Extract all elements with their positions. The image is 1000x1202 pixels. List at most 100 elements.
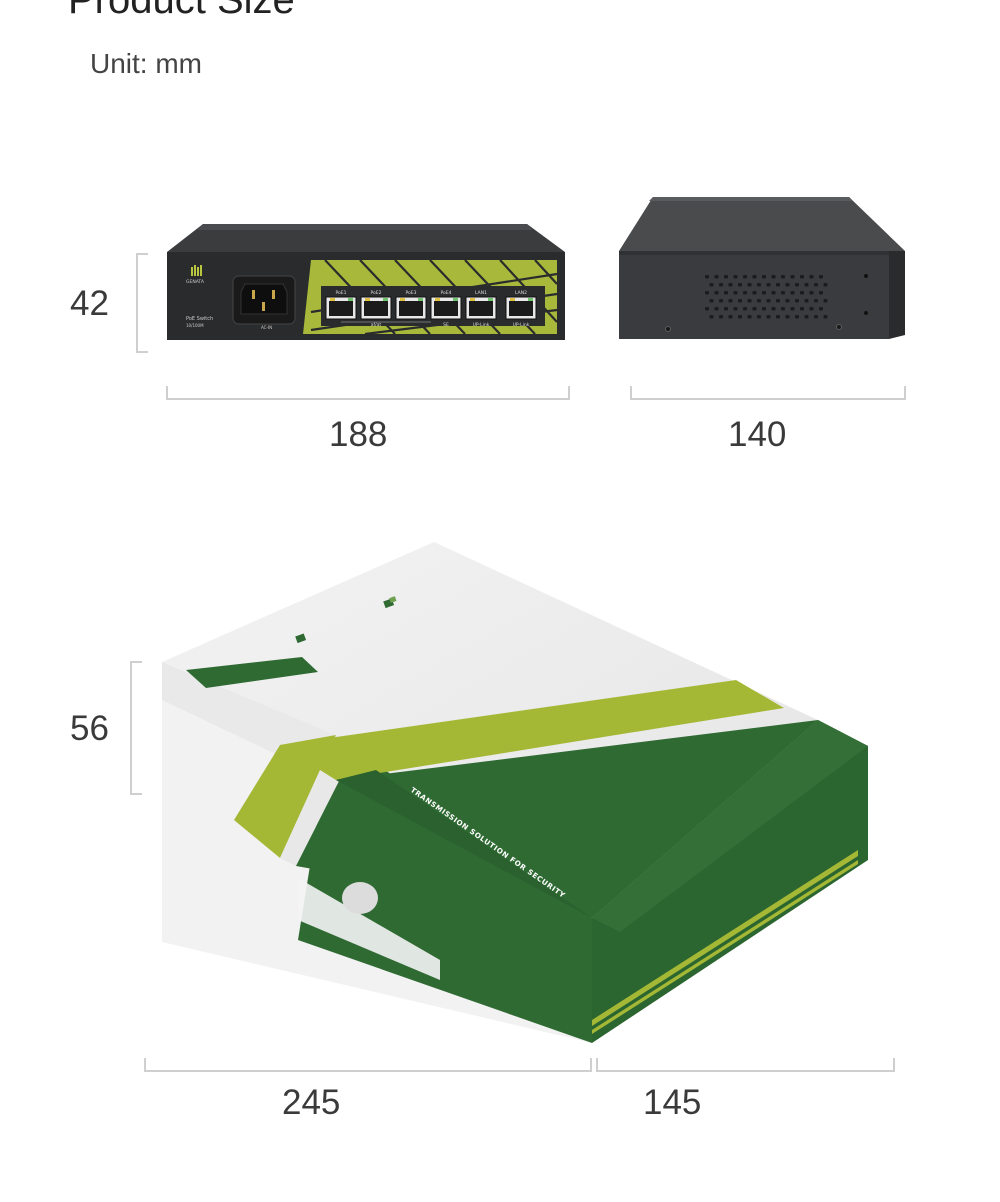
vent-hole	[766, 299, 771, 303]
port-label: PoE2	[370, 290, 381, 296]
vent-hole	[795, 299, 799, 303]
vent-hole	[757, 299, 761, 303]
vent-hole	[743, 307, 747, 311]
vent-hole	[709, 299, 714, 303]
switch-height-label: 42	[70, 284, 109, 323]
port-label: PoE1	[335, 290, 346, 296]
vent-hole	[800, 291, 804, 295]
vent-hole	[785, 299, 790, 303]
vent-hole	[724, 307, 728, 311]
vent-hole	[771, 275, 776, 279]
vent-hole	[752, 307, 757, 311]
vent-hole	[800, 275, 804, 279]
vent-hole	[709, 315, 714, 319]
port-label: LAN1	[475, 290, 487, 296]
vent-hole	[762, 291, 766, 295]
port-group-label: UP-Link	[513, 322, 530, 328]
switch-width-label: 188	[329, 415, 388, 454]
switch-height-bracket	[136, 253, 148, 353]
vent-hole	[781, 275, 785, 279]
vent-hole	[714, 307, 719, 311]
vent-hole	[814, 299, 818, 303]
switch-front-image: PoE1 PoE2 PoE3 PoE4 LAN1 LAN2 af/at SE U…	[167, 224, 565, 340]
switch-depth-label: 140	[728, 415, 787, 454]
box-length-bracket	[144, 1058, 592, 1072]
vent-hole	[728, 283, 733, 287]
vent-hole	[757, 315, 761, 319]
vent-hole	[809, 291, 814, 295]
vent-hole	[790, 307, 795, 311]
switch-speed: 10/100M	[186, 323, 204, 328]
vent-hole	[728, 299, 733, 303]
vent-hole	[709, 283, 714, 287]
vent-hole	[804, 283, 809, 287]
port-group-label: UP-Link	[473, 322, 490, 328]
vent-hole	[757, 283, 761, 287]
port-group-label: SE	[443, 322, 449, 328]
vent-hole	[705, 307, 709, 311]
page-title: Product Size	[68, 0, 295, 22]
vent-hole	[705, 291, 709, 295]
vent-hole	[728, 315, 733, 319]
vent-hole	[776, 299, 780, 303]
port-label: PoE3	[405, 290, 416, 296]
vent-hole	[714, 291, 719, 295]
box-height-bracket	[130, 661, 142, 795]
vent-hole	[743, 275, 747, 279]
vent-hole	[785, 315, 790, 319]
box-width-bracket	[596, 1058, 895, 1072]
vent-hole	[724, 275, 728, 279]
box-length-label: 245	[282, 1083, 341, 1122]
brand-logo-icon	[191, 265, 202, 276]
vent-hole	[733, 291, 738, 295]
vent-hole	[814, 315, 818, 319]
vent-hole	[752, 275, 757, 279]
vent-hole	[766, 283, 771, 287]
box-height-label: 56	[70, 709, 109, 748]
vent-hole	[819, 291, 823, 295]
vent-hole	[724, 291, 728, 295]
port-label: LAN2	[515, 290, 527, 296]
vent-hole	[719, 315, 723, 319]
box-width-label: 145	[643, 1083, 702, 1122]
product-box-image: TRANSMISSION SOLUTION FOR SECURITY	[162, 542, 868, 1043]
vent-hole	[790, 275, 795, 279]
vent-hole	[776, 283, 780, 287]
brand-name: GENATA	[186, 279, 205, 285]
vent-hole	[733, 307, 738, 311]
vent-hole	[823, 315, 828, 319]
vent-hole	[776, 315, 780, 319]
port-group-label: af/at	[371, 322, 382, 328]
vent-hole	[819, 307, 823, 311]
vent-hole	[814, 283, 818, 287]
power-label: AC-IN	[261, 325, 272, 330]
vent-hole	[795, 283, 799, 287]
vent-hole	[747, 299, 752, 303]
vent-hole	[733, 275, 738, 279]
vent-hole	[823, 283, 828, 287]
vent-hole	[747, 315, 752, 319]
vent-hole	[747, 283, 752, 287]
unit-label: Unit: mm	[90, 48, 202, 79]
vent-hole	[738, 315, 742, 319]
vent-hole	[714, 275, 719, 279]
vent-hole	[790, 291, 795, 295]
switch-depth-bracket	[630, 386, 906, 400]
vent-hole	[719, 299, 723, 303]
vent-hole	[809, 307, 814, 311]
vent-hole	[781, 291, 785, 295]
vent-hole	[800, 307, 804, 311]
vent-hole	[809, 275, 814, 279]
port-label: PoE4	[440, 290, 451, 296]
vent-hole	[795, 315, 799, 319]
switch-width-bracket	[166, 386, 570, 400]
vent-hole	[804, 299, 809, 303]
vent-hole	[738, 283, 742, 287]
vent-hole	[785, 283, 790, 287]
switch-model: PoE Switch	[186, 316, 213, 322]
vent-holes	[705, 275, 828, 319]
vent-hole	[762, 307, 766, 311]
vent-hole	[738, 299, 742, 303]
vent-hole	[771, 307, 776, 311]
vent-hole	[762, 275, 766, 279]
